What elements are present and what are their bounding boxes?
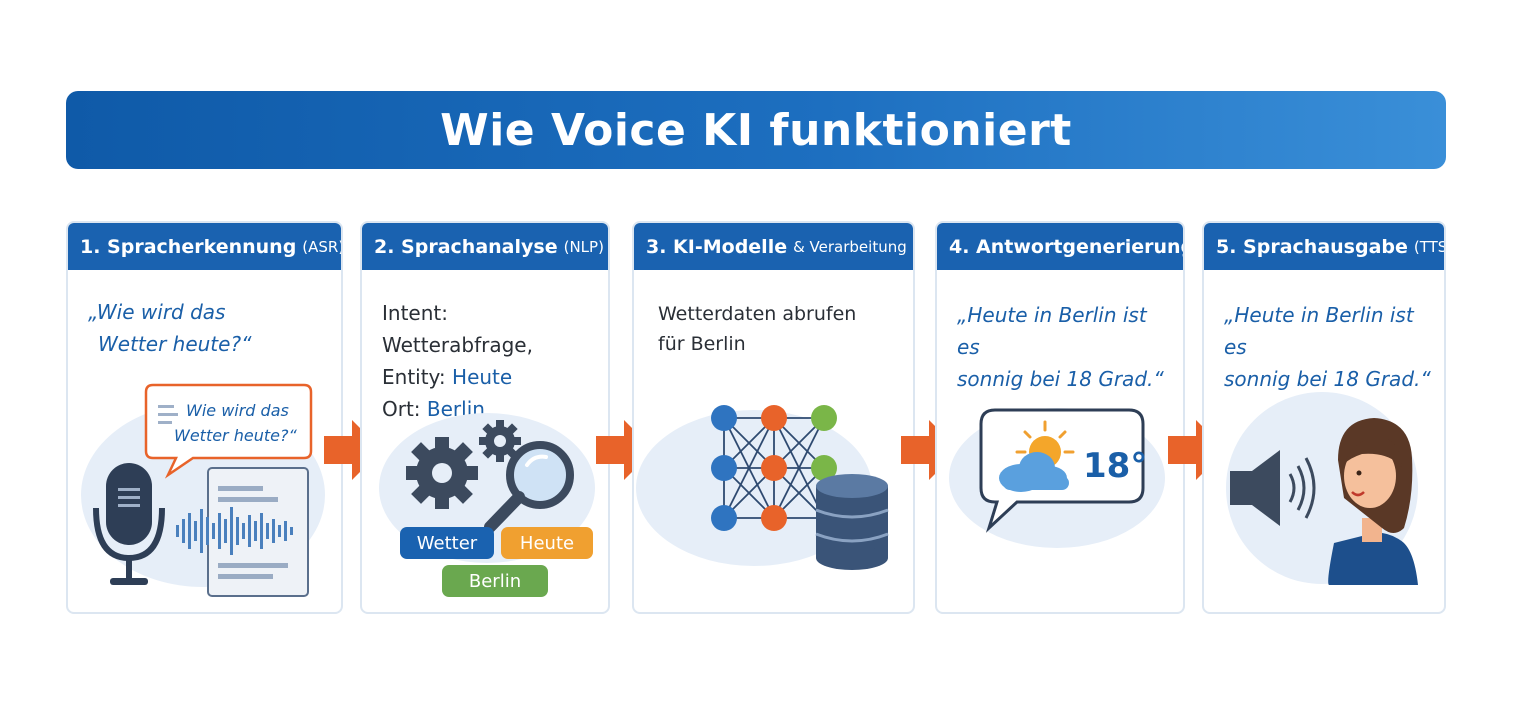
processing-text: Wetterdaten abrufen für Berlin <box>658 303 857 355</box>
step-subtitle: (NLP) <box>563 237 604 256</box>
person-avatar <box>1328 418 1418 585</box>
magnifier-icon <box>484 441 574 533</box>
title-banner: Wie Voice KI funktioniert <box>66 91 1446 169</box>
step-title: 4. Antwortgenerierung <box>949 235 1185 258</box>
temperature-display: 18° <box>1083 446 1148 486</box>
gear-icon <box>406 437 478 509</box>
waveform-icon <box>176 507 293 555</box>
document-icon <box>207 467 309 597</box>
speech-recognition-illustration <box>81 383 325 597</box>
step-header: 4. Antwortgenerierung <box>937 223 1183 270</box>
speech-bubble <box>144 383 313 479</box>
step-panel-nlp: 2. Sprachanalyse (NLP) Intent: Wetterabf… <box>360 221 610 614</box>
step-subtitle: & Verarbeitung <box>793 237 907 256</box>
step-quote: „Heute in Berlin ist es sonnig bei 18 Gr… <box>957 303 1164 391</box>
network-nodes <box>711 405 837 531</box>
flow-arrow <box>901 420 959 480</box>
tag-berlin: Berlin <box>442 565 548 597</box>
step-panel-tts: 5. Sprachausgabe (TTS) „Heute in Berlin … <box>1202 221 1446 614</box>
step-panel-response-generation: 4. Antwortgenerierung „Heute in Berlin i… <box>935 221 1185 614</box>
step-quote: „Heute in Berlin ist es sonnig bei 18 Gr… <box>1224 303 1431 391</box>
microphone-icon <box>93 463 165 585</box>
step-header: 3. KI-Modelle & Verarbeitung <box>634 223 913 270</box>
speech-output-illustration <box>1226 392 1418 585</box>
flow-arrow <box>324 420 382 480</box>
tag-heute: Heute <box>501 527 593 559</box>
step-header: 2. Sprachanalyse (NLP) <box>362 223 608 270</box>
page-title: Wie Voice KI funktioniert <box>440 104 1072 156</box>
step-title: 3. KI-Modelle <box>646 235 788 258</box>
tag-wetter: Wetter <box>400 527 494 559</box>
step-title: 5. Sprachausgabe <box>1216 235 1408 258</box>
weather-illustration <box>949 408 1165 548</box>
step-header: 5. Sprachausgabe (TTS) <box>1204 223 1444 270</box>
speaker-icon <box>1230 450 1316 526</box>
ai-model-illustration <box>636 405 889 570</box>
nlp-illustration <box>379 413 595 563</box>
step-title: 2. Sprachanalyse <box>374 235 558 258</box>
step-subtitle: (ASR) <box>302 237 343 256</box>
cloud-icon <box>999 452 1069 492</box>
flow-arrow <box>596 420 654 480</box>
step-panel-asr: 1. Spracherkennung (ASR) „Wie wird das W… <box>66 221 343 614</box>
step-panel-ai-models: 3. KI-Modelle & Verarbeitung Wetterdaten… <box>632 221 915 614</box>
step-subtitle: (TTS) <box>1413 237 1444 256</box>
speech-bubble-text: Wie wird das Wetter heute?“ <box>174 401 297 445</box>
database-icon <box>815 474 889 570</box>
step-header: 1. Spracherkennung (ASR) <box>68 223 341 270</box>
flow-arrow <box>1168 420 1226 480</box>
step-title: 1. Spracherkennung <box>80 235 297 258</box>
step-quote: „Wie wird das Wetter heute?“ <box>88 300 252 356</box>
speech-bubble <box>979 408 1145 533</box>
nlp-analysis-text: Intent: Wetterabfrage, Entity: Heute Ort… <box>382 301 533 421</box>
